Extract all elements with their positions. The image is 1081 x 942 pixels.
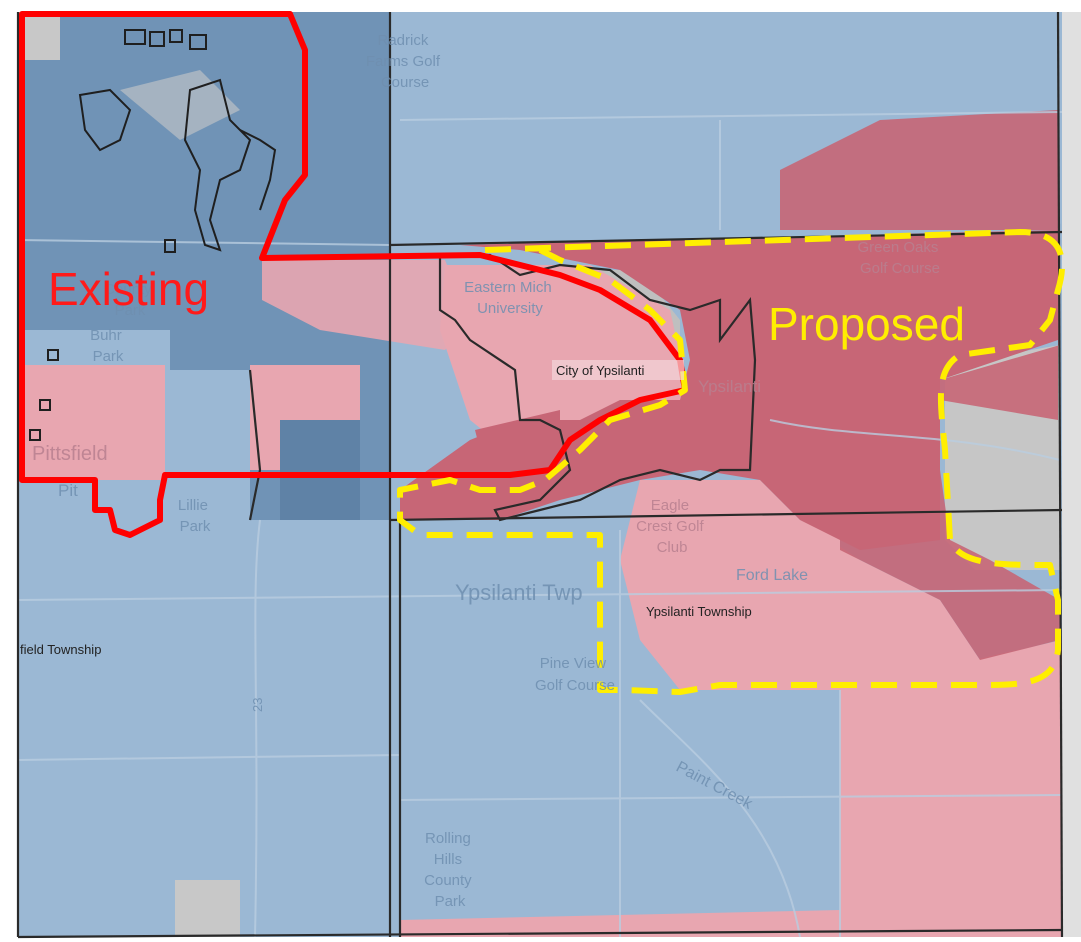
pink-zone-ypsilanti-twp: [620, 480, 980, 690]
existing-label: Existing: [48, 263, 209, 315]
county-park-label: County Park: [104, 281, 156, 319]
eagle-crest-label: Eagle Crest Golf Club: [636, 497, 708, 556]
rolling-hills-label: Rolling Hills County Park: [424, 830, 476, 910]
pine-view-label: Pine View Golf Course: [535, 655, 615, 694]
gray-zone-nw-corner: [18, 12, 60, 60]
pittsfield-short-label: Pit: [58, 481, 78, 500]
gray-zone-nw: [120, 70, 240, 140]
route-23-label: 23: [250, 698, 265, 712]
dark-red-zone-center: [400, 230, 1058, 550]
dark-red-zone-city-south: [475, 410, 560, 480]
pink-zone-south-strip: [400, 905, 1062, 937]
gray-zone-south: [175, 880, 240, 937]
pittsfield-township-label: field Township: [20, 642, 101, 657]
road-lines: [17, 111, 1063, 938]
basemap-labels: Radrick Farms Golf Course Green Oaks Gol…: [20, 32, 942, 910]
ypsilanti-twp-big-label: Ypsilanti Twp: [455, 580, 583, 605]
nw-parcels: [29, 29, 277, 441]
lillie-park-label: Lillie Park: [178, 497, 212, 535]
ypsilanti-short-label: Ypsilanti: [698, 377, 761, 396]
pink-zone-southeast: [840, 640, 1062, 937]
gray-edge-east: [1062, 12, 1081, 937]
city-of-ypsilanti-label: City of Ypsilanti: [556, 363, 645, 378]
pittsfield-label: Pittsfield: [32, 443, 108, 465]
ypsilanti-township-label: Ypsilanti Township: [646, 604, 752, 619]
pink-zone-center-west: [250, 365, 360, 470]
ford-lake-label: Ford Lake: [736, 567, 808, 584]
proposed-label: Proposed: [768, 298, 965, 350]
pink-zone-north: [262, 260, 470, 350]
existing-boundary-outline: [19, 11, 688, 538]
radrick-label: Radrick Farms Golf Course: [366, 32, 444, 91]
green-oaks-label: Green Oaks Golf Course: [857, 239, 942, 277]
proposed-boundary-outline: [397, 229, 1065, 695]
city-of-ypsilanti-label-bg: [552, 360, 684, 380]
buhr-park-label: Buhr Park: [90, 327, 126, 365]
pink-zone-pittsfield: [18, 365, 165, 480]
emu-label: Eastern Mich University: [464, 279, 556, 317]
